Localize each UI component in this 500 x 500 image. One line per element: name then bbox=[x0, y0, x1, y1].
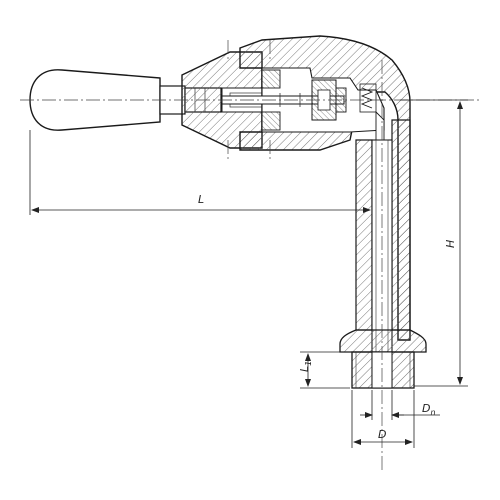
vertical-leg-section bbox=[355, 139, 373, 331]
dimension-label-L1-main: L bbox=[298, 366, 311, 372]
packing-upper bbox=[261, 69, 281, 89]
dimension-label-D: D bbox=[378, 428, 386, 441]
flange-collar bbox=[339, 329, 427, 353]
spring bbox=[359, 83, 377, 113]
dimension-label-L1: L1 bbox=[298, 361, 313, 372]
dimension-lines bbox=[29, 99, 468, 448]
dimension-label-Dn-main: D bbox=[422, 402, 430, 415]
vertical-leg-right-wall bbox=[391, 119, 411, 331]
dimension-label-Dn-sub: n bbox=[430, 408, 435, 417]
packing-lower bbox=[261, 111, 281, 131]
dimension-label-L1-sub: 1 bbox=[304, 361, 313, 366]
dimension-label-H: H bbox=[444, 240, 457, 248]
dimension-label-L: L bbox=[198, 193, 204, 206]
dimension-label-Dn: Dn bbox=[422, 402, 436, 417]
